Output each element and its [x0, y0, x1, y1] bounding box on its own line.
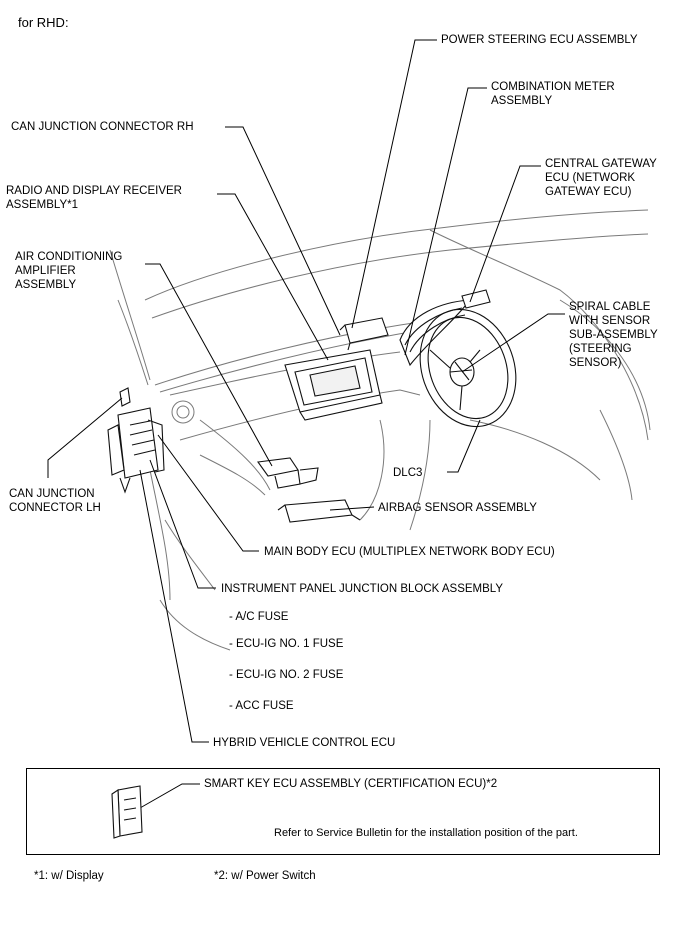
label-can-junction-lh: CAN JUNCTION CONNECTOR LH — [9, 488, 101, 514]
label-ecu-ig2-fuse: - ECU-IG NO. 2 FUSE — [229, 669, 344, 681]
label-ecu-ig1-fuse: - ECU-IG NO. 1 FUSE — [229, 638, 344, 650]
footnote-2: *2: w/ Power Switch — [214, 870, 316, 882]
label-ac-fuse: - A/C FUSE — [229, 611, 289, 623]
label-radio-display: RADIO AND DISPLAY RECEIVER ASSEMBLY*1 — [6, 185, 182, 211]
label-ip-junction-block: INSTRUMENT PANEL JUNCTION BLOCK ASSEMBLY — [221, 583, 504, 595]
footnote-1: *1: w/ Display — [34, 870, 104, 882]
label-combination-meter: COMBINATION METER ASSEMBLY — [491, 81, 615, 107]
label-can-junction-rh: CAN JUNCTION CONNECTOR RH — [11, 121, 194, 133]
label-airbag-sensor: AIRBAG SENSOR ASSEMBLY — [378, 502, 537, 514]
label-main-body-ecu: MAIN BODY ECU (MULTIPLEX NETWORK BODY EC… — [264, 546, 555, 558]
smart-key-ecu-icon — [111, 785, 143, 839]
label-dlc3: DLC3 — [393, 467, 423, 479]
smart-key-box — [26, 768, 660, 855]
label-central-gateway: CENTRAL GATEWAY ECU (NETWORK GATEWAY ECU… — [545, 158, 657, 198]
label-spiral-cable: SPIRAL CABLE WITH SENSOR SUB-ASSEMBLY (S… — [569, 301, 658, 369]
page-header: for RHD: — [18, 15, 69, 30]
label-air-conditioning: AIR CONDITIONING AMPLIFIER ASSEMBLY — [15, 251, 123, 291]
label-power-steering-ecu: POWER STEERING ECU ASSEMBLY — [441, 34, 638, 46]
box-note: Refer to Service Bulletin for the instal… — [274, 827, 578, 839]
label-hybrid-ecu: HYBRID VEHICLE CONTROL ECU — [213, 737, 396, 749]
label-smart-key-ecu: SMART KEY ECU ASSEMBLY (CERTIFICATION EC… — [204, 778, 498, 790]
label-acc-fuse: - ACC FUSE — [229, 700, 294, 712]
